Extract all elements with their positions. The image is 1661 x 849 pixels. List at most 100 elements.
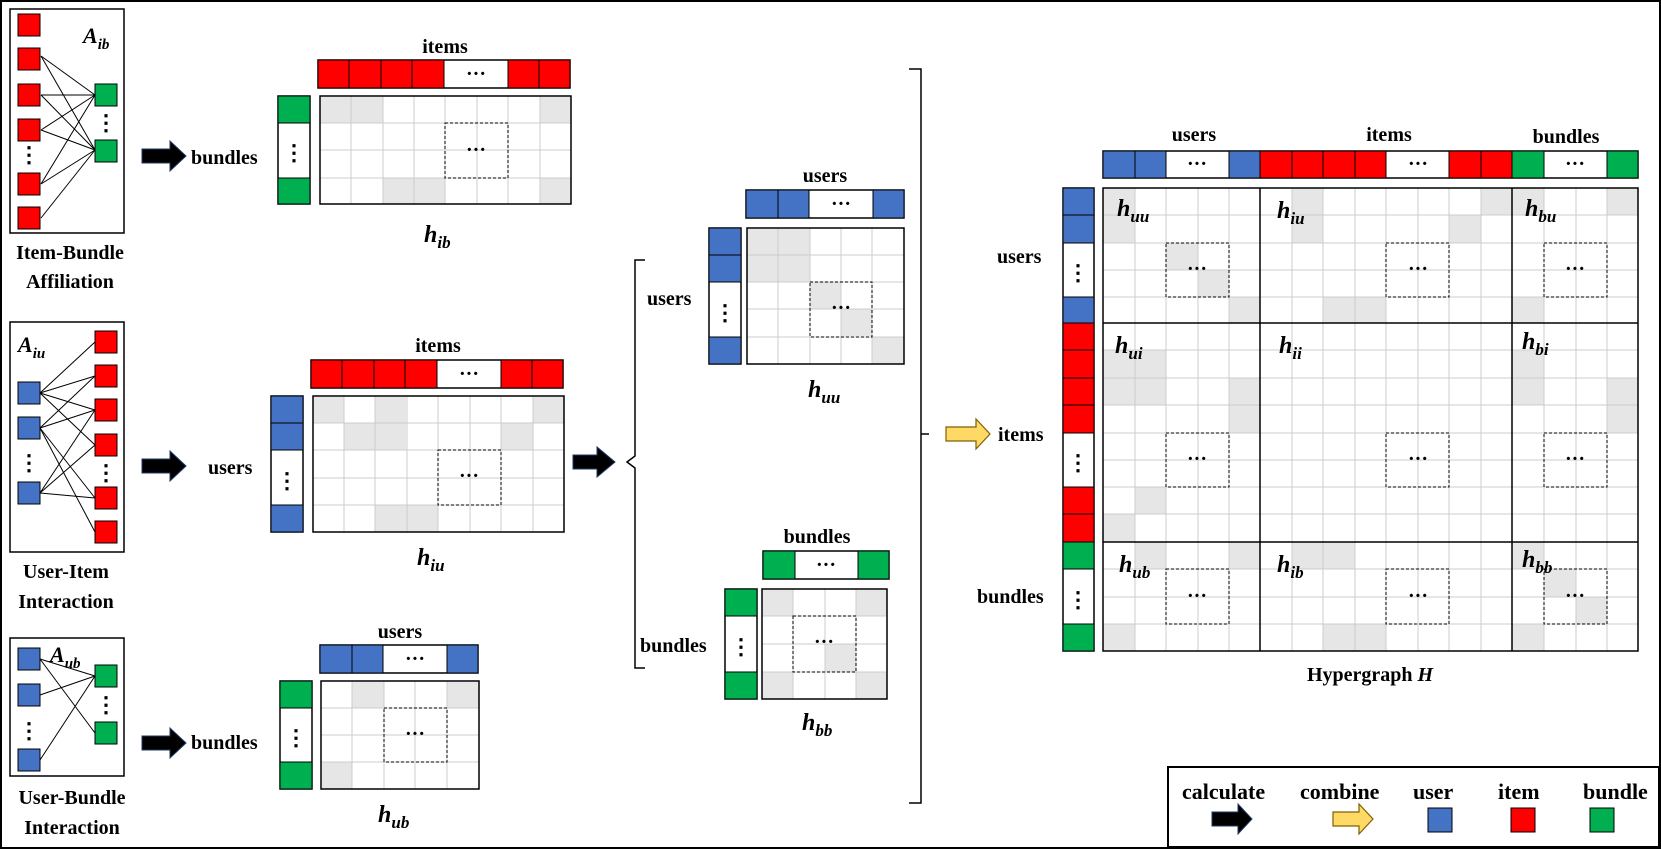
- horizontal-ellipsis: ···: [816, 554, 836, 576]
- item-node: [94, 330, 118, 354]
- vertical-ellipsis: ⋮: [283, 140, 305, 165]
- column-label-users: users: [803, 165, 848, 187]
- horizontal-ellipsis: ···: [466, 139, 486, 161]
- vertical-ellipsis: ⋮: [1067, 587, 1089, 612]
- vertical-ellipsis: ⋮: [1067, 260, 1089, 285]
- user-node: [17, 748, 41, 772]
- horizontal-ellipsis: ···: [1408, 258, 1428, 280]
- user-bundle-edges: [39, 658, 96, 761]
- calculate-arrow-icon: [141, 139, 187, 173]
- block-label-h-ui: hui: [1115, 333, 1143, 363]
- user-item-caption-line2: Interaction: [18, 591, 114, 613]
- hypergraph-column-bar: ··· ··· ···: [1102, 150, 1639, 179]
- matrix-h-uu: users ··· ⋮ users ··· huu: [647, 165, 905, 407]
- item-node: [17, 172, 41, 196]
- bundle-bar: ⋮: [277, 95, 311, 205]
- user-bundle-caption-line1: User-Bundle: [18, 787, 125, 809]
- item-node: [94, 520, 118, 544]
- block-label-h-uu: huu: [1117, 196, 1149, 226]
- vertical-ellipsis: ⋮: [285, 725, 307, 750]
- horizontal-ellipsis: ···: [831, 297, 851, 319]
- legend-combine-arrow-icon: [1332, 802, 1374, 836]
- horizontal-ellipsis: ···: [1408, 585, 1428, 607]
- column-label-items: items: [1366, 124, 1412, 146]
- calculate-arrow-icon: [141, 726, 187, 760]
- row-label-bundles: bundles: [640, 635, 707, 657]
- hypergraph-h: users items bundles ··· ··· ···: [977, 124, 1639, 686]
- h-ub-label: hub: [378, 802, 409, 832]
- horizontal-ellipsis: ···: [1408, 448, 1428, 470]
- matrix-h-ib: items ··· ⋮ ··· hib: [277, 36, 572, 252]
- user-bundle-graph: Aub ⋮ ⋮: [9, 637, 125, 777]
- bundle-bar: ⋮: [724, 588, 758, 700]
- horizontal-ellipsis: ···: [1187, 153, 1207, 175]
- horizontal-ellipsis: ···: [1187, 448, 1207, 470]
- calculate-arrow-icon: [572, 445, 616, 479]
- item-bundle-caption-line1: Item-Bundle: [16, 242, 124, 264]
- horizontal-ellipsis: ···: [459, 363, 479, 385]
- horizontal-ellipsis: ···: [814, 631, 834, 653]
- row-label-users: users: [997, 246, 1042, 268]
- row-label-bundles: bundles: [191, 147, 258, 169]
- row-label-users: users: [647, 288, 692, 310]
- item-node: [94, 364, 118, 388]
- user-item-caption-line1: User-Item: [23, 561, 109, 583]
- horizontal-ellipsis: ···: [459, 465, 479, 487]
- legend-item-label: item: [1498, 779, 1540, 804]
- row-label-users: users: [208, 457, 253, 479]
- legend-calculate-arrow-icon: [1211, 802, 1253, 836]
- row-label-bundles: bundles: [977, 586, 1044, 608]
- row-label-bundles: bundles: [191, 732, 258, 754]
- item-bundle-edges: [40, 55, 96, 219]
- item-bundle-graph: Aib ⋮ ⋮: [9, 8, 125, 234]
- user-node: [17, 481, 41, 505]
- item-bundle-caption-line2: Affiliation: [26, 271, 114, 293]
- column-label-bundles: bundles: [1533, 126, 1600, 148]
- legend-combine-label: combine: [1300, 779, 1380, 804]
- block-label-h-ib: hib: [1277, 552, 1304, 582]
- column-label-bundles: bundles: [784, 526, 851, 548]
- horizontal-ellipsis: ···: [1565, 585, 1585, 607]
- h-uu-label: huu: [808, 377, 840, 407]
- h-ib-label: hib: [424, 222, 451, 252]
- a-ib-label: Aib: [81, 23, 110, 53]
- item-node: [17, 83, 41, 107]
- item-bar: ···: [310, 359, 564, 389]
- vertical-ellipsis: ⋮: [18, 142, 40, 167]
- horizontal-ellipsis: ···: [1565, 153, 1585, 175]
- hypergraph-caption: Hypergraph H: [1307, 664, 1435, 686]
- left-brace: [625, 259, 645, 669]
- horizontal-ellipsis: ···: [1187, 258, 1207, 280]
- item-node: [94, 398, 118, 422]
- right-brace: [909, 68, 929, 804]
- horizontal-ellipsis: ···: [405, 648, 425, 670]
- a-iu-label: Aiu: [16, 332, 45, 362]
- bundle-node: [94, 664, 118, 688]
- matrix-h-ub: users ··· ⋮ ··· hub: [279, 621, 480, 832]
- vertical-ellipsis: ⋮: [730, 634, 752, 659]
- user-node: [17, 381, 41, 405]
- legend-frame: [1167, 766, 1660, 848]
- user-bundle-caption-line2: Interaction: [24, 817, 120, 839]
- block-label-h-ub: hub: [1119, 552, 1150, 582]
- hypergraph-row-bar: ⋮ ⋮ ⋮: [1062, 187, 1095, 652]
- bundle-node: [94, 83, 118, 107]
- user-item-edges: [39, 341, 96, 533]
- h-bb-label: hbb: [802, 710, 832, 740]
- matrix-h-iu: items ··· ⋮ ··· hiu: [270, 335, 565, 575]
- legend-bundle-swatch: [1589, 807, 1615, 833]
- user-node: [17, 647, 41, 671]
- user-bar: ···: [319, 644, 479, 674]
- horizontal-ellipsis: ···: [466, 63, 486, 85]
- bundle-bar: ···: [762, 550, 890, 580]
- user-bar: ⋮: [708, 227, 742, 365]
- legend-calculate-label: calculate: [1182, 779, 1265, 804]
- horizontal-ellipsis: ···: [1565, 448, 1585, 470]
- vertical-ellipsis: ⋮: [95, 692, 117, 717]
- block-label-h-bi: hbi: [1522, 329, 1549, 359]
- vertical-ellipsis: ⋮: [95, 460, 117, 485]
- legend-item-swatch: [1510, 807, 1536, 833]
